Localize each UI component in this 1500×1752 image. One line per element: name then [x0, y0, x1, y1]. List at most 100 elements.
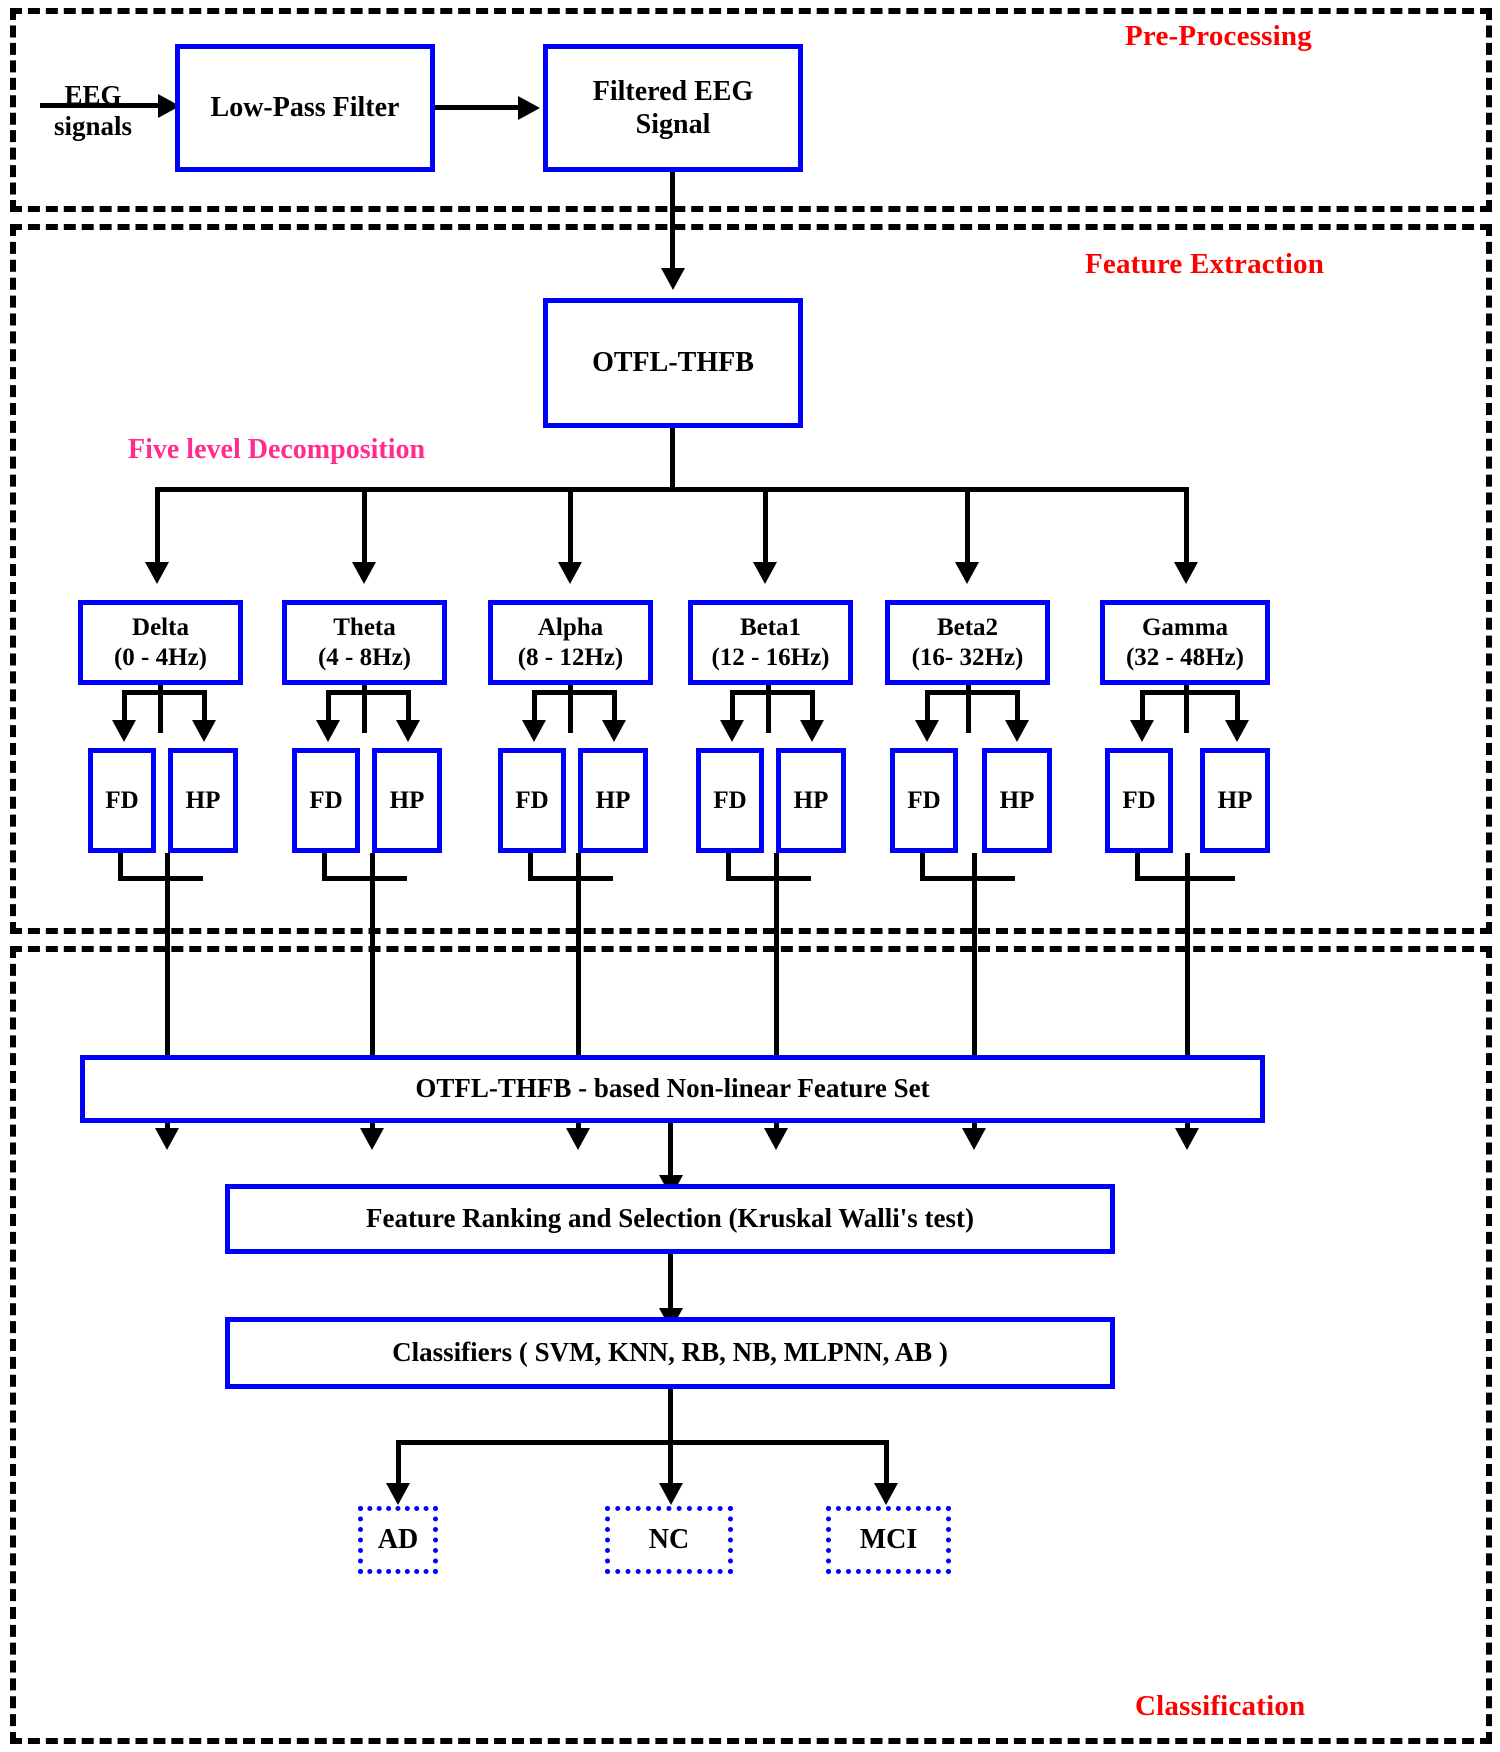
hp-label-theta: HP [389, 786, 425, 814]
band-name-alpha: Alpha [537, 614, 604, 641]
band-drop-line-beta2 [965, 487, 970, 567]
box-fd-delta: FD [88, 748, 156, 853]
output-arrowhead-mci [874, 1483, 898, 1505]
merge-drop-beta2 [972, 853, 977, 1133]
merge-drop-delta [165, 853, 170, 1133]
split-right-delta [202, 690, 207, 725]
band-arrowhead-gamma [1174, 562, 1198, 584]
split-bus-theta [326, 690, 411, 695]
low-pass-filter-label: Low-Pass Filter [210, 92, 400, 124]
box-fd-alpha: FD [498, 748, 566, 853]
box-band-theta: Theta (4 - 8Hz) [282, 600, 447, 685]
split-stem-gamma [1184, 685, 1189, 733]
output-drop-line-nc [668, 1440, 673, 1488]
split-bus-beta2 [925, 690, 1020, 695]
fd-arrowhead-beta2 [915, 720, 939, 742]
split-right-alpha [612, 690, 617, 725]
band-range-gamma: (32 - 48Hz) [1125, 643, 1245, 671]
merge-bus-theta [322, 876, 407, 881]
split-stem-delta [158, 685, 163, 733]
fd-label-beta1: FD [713, 786, 747, 814]
box-otfl-thfb: OTFL-THFB [543, 298, 803, 428]
band-range-alpha: (8 - 12Hz) [517, 643, 624, 671]
band-arrowhead-beta1 [753, 562, 777, 584]
transform-trunk-line [670, 428, 675, 490]
split-left-beta2 [925, 690, 930, 725]
band-drop-line-beta1 [763, 487, 768, 567]
output-label-ad: AD [377, 1524, 419, 1556]
filtered-eeg-line2: Signal [635, 109, 711, 140]
box-feature-set: OTFL-THFB - based Non-linear Feature Set [80, 1055, 1265, 1123]
fd-label-theta: FD [309, 786, 343, 814]
filtered-to-transform-arrowhead [661, 268, 685, 290]
box-filtered-eeg-signal: Filtered EEG Signal [543, 44, 803, 172]
merge-left-beta1 [726, 853, 731, 881]
box-fd-theta: FD [292, 748, 360, 853]
box-fd-gamma: FD [1105, 748, 1173, 853]
section-feature-extraction [10, 224, 1492, 934]
fd-arrowhead-delta [112, 720, 136, 742]
outputs-bus-line [396, 1440, 888, 1445]
box-hp-gamma: HP [1200, 748, 1270, 853]
merge-drop-theta [370, 853, 375, 1133]
hp-label-gamma: HP [1217, 786, 1253, 814]
eeg-input-line2: signals [53, 111, 133, 142]
band-drop-line-alpha [568, 487, 573, 567]
filter-to-filtered-arrowhead [518, 96, 540, 120]
box-band-beta1: Beta1 (12 - 16Hz) [688, 600, 853, 685]
box-hp-beta1: HP [776, 748, 846, 853]
merge-left-beta2 [920, 853, 925, 881]
band-arrowhead-alpha [558, 562, 582, 584]
box-hp-beta2: HP [982, 748, 1052, 853]
hp-label-beta1: HP [793, 786, 829, 814]
split-left-gamma [1140, 690, 1145, 725]
fd-label-delta: FD [105, 786, 139, 814]
split-left-theta [326, 690, 331, 725]
filtered-to-transform-line [670, 172, 675, 270]
section-label-preprocessing: Pre-Processing [1125, 20, 1312, 52]
merge-left-gamma [1135, 853, 1140, 881]
hp-label-beta2: HP [999, 786, 1035, 814]
box-band-gamma: Gamma (32 - 48Hz) [1100, 600, 1270, 685]
output-arrowhead-ad [386, 1483, 410, 1505]
classifiers-trunk-line [668, 1389, 673, 1444]
feature-ranking-label: Feature Ranking and Selection (Kruskal W… [365, 1203, 975, 1234]
merge-drop-alpha [576, 853, 581, 1133]
output-drop-line-mci [884, 1440, 889, 1488]
box-fd-beta1: FD [696, 748, 764, 853]
feature-set-arrowhead-alpha [566, 1128, 590, 1150]
hp-arrowhead-beta2 [1005, 720, 1029, 742]
box-classifiers: Classifiers ( SVM, KNN, RB, NB, MLPNN, A… [225, 1317, 1115, 1389]
feature-set-arrowhead-theta [360, 1128, 384, 1150]
fd-arrowhead-gamma [1130, 720, 1154, 742]
band-arrowhead-delta [145, 562, 169, 584]
section-preprocessing [10, 8, 1492, 212]
split-right-beta2 [1015, 690, 1020, 725]
split-stem-theta [362, 685, 367, 733]
split-bus-beta1 [730, 690, 815, 695]
split-stem-alpha [568, 685, 573, 733]
fd-arrowhead-beta1 [720, 720, 744, 742]
band-name-beta1: Beta1 [739, 614, 802, 641]
output-label-nc: NC [648, 1524, 690, 1556]
eeg-input-connector [40, 103, 160, 108]
output-arrowhead-nc [659, 1483, 683, 1505]
fd-label-alpha: FD [515, 786, 549, 814]
merge-bus-beta2 [920, 876, 1015, 881]
hp-arrowhead-theta [396, 720, 420, 742]
section-classification [10, 946, 1492, 1744]
band-name-beta2: Beta2 [936, 614, 999, 641]
merge-left-delta [118, 853, 123, 881]
split-bus-gamma [1140, 690, 1240, 695]
eeg-input-arrowhead [158, 94, 180, 118]
box-hp-theta: HP [372, 748, 442, 853]
box-fd-beta2: FD [890, 748, 958, 853]
merge-bus-alpha [528, 876, 613, 881]
band-arrowhead-beta2 [955, 562, 979, 584]
fd-arrowhead-alpha [522, 720, 546, 742]
section-label-classification: Classification [1135, 1690, 1306, 1722]
split-right-gamma [1235, 690, 1240, 725]
box-band-beta2: Beta2 (16- 32Hz) [885, 600, 1050, 685]
band-name-theta: Theta [333, 614, 396, 641]
